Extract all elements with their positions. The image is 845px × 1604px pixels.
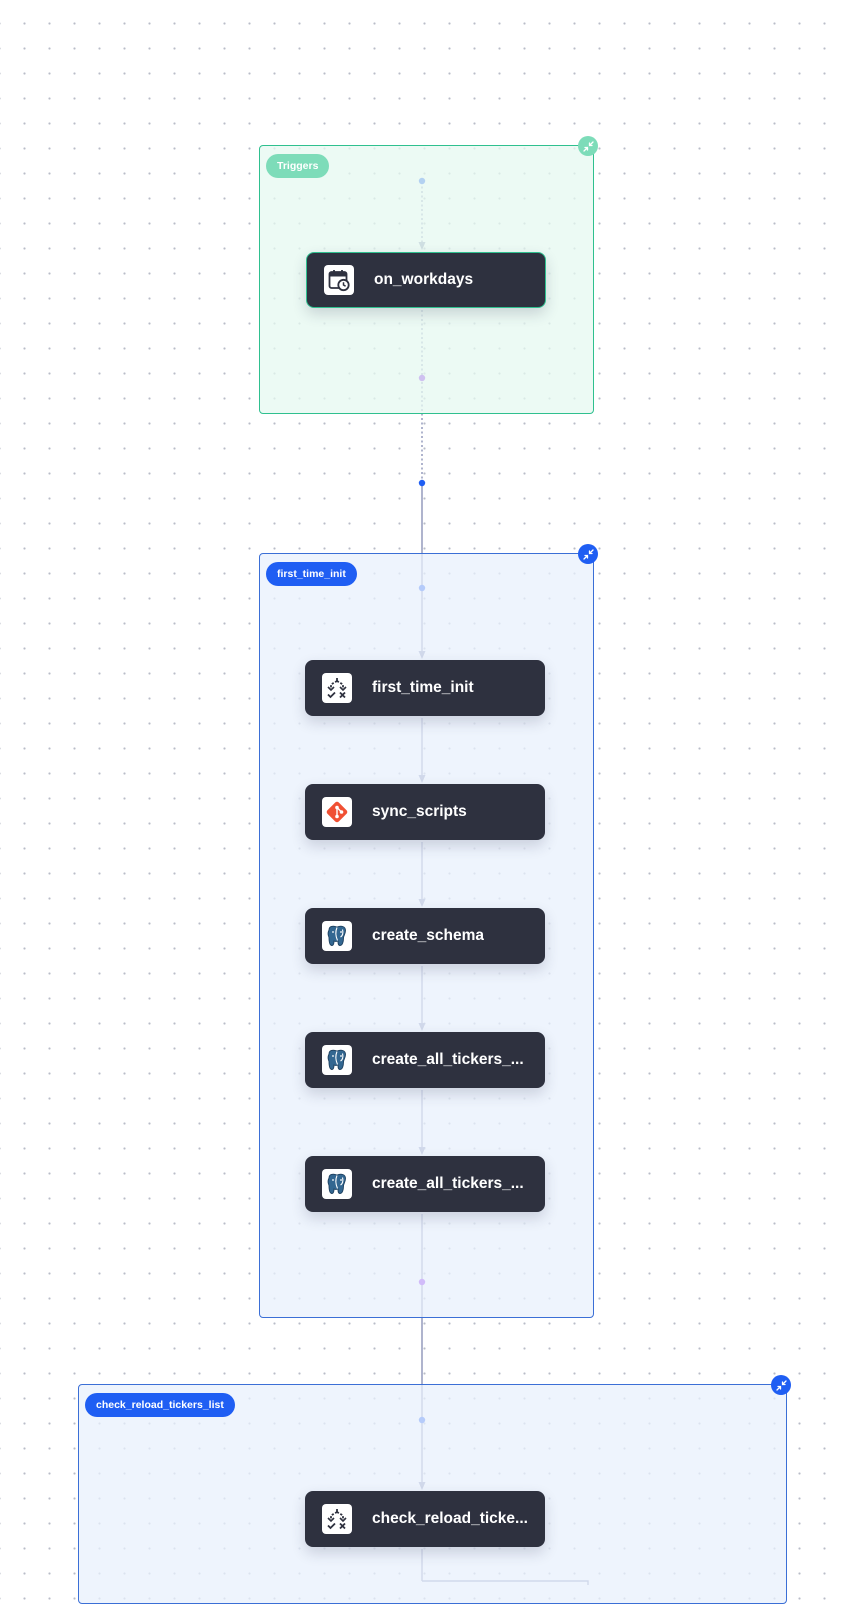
postgresql-icon xyxy=(322,1045,352,1075)
postgresql-icon xyxy=(322,1169,352,1199)
collapse-triggers-button[interactable] xyxy=(578,136,598,156)
calendar-clock-icon xyxy=(324,265,354,295)
node-label: check_reload_ticke... xyxy=(372,1510,528,1527)
postgresql-icon xyxy=(322,921,352,951)
node-label: on_workdays xyxy=(374,271,474,288)
node-first-time-init[interactable]: first_time_init xyxy=(305,660,545,716)
cluster-label-first-time-init[interactable]: first_time_init xyxy=(266,562,357,586)
node-check-reload-tickers[interactable]: check_reload_ticke... xyxy=(305,1491,545,1547)
node-create-all-tickers-2[interactable]: create_all_tickers_... xyxy=(305,1156,545,1212)
collapse-icon xyxy=(775,1379,787,1391)
collapse-check-reload-button[interactable] xyxy=(771,1375,791,1395)
cluster-label-check-reload[interactable]: check_reload_tickers_list xyxy=(85,1393,235,1417)
node-sync-scripts[interactable]: sync_scripts xyxy=(305,784,545,840)
node-create-schema[interactable]: create_schema xyxy=(305,908,545,964)
collapse-first-time-init-button[interactable] xyxy=(578,544,598,564)
cluster-label-triggers[interactable]: Triggers xyxy=(266,154,330,178)
collapse-icon xyxy=(582,140,594,152)
node-label: first_time_init xyxy=(372,679,474,696)
switch-check-icon xyxy=(322,673,352,703)
node-label: create_schema xyxy=(372,927,485,944)
dot-between xyxy=(418,479,426,487)
node-on-workdays[interactable]: on_workdays xyxy=(306,252,546,308)
node-label: create_all_tickers_... xyxy=(372,1175,524,1192)
git-icon xyxy=(322,797,352,827)
collapse-icon xyxy=(582,548,594,560)
node-create-all-tickers-1[interactable]: create_all_tickers_... xyxy=(305,1032,545,1088)
switch-check-icon xyxy=(322,1504,352,1534)
node-label: create_all_tickers_... xyxy=(372,1051,524,1068)
node-label: sync_scripts xyxy=(372,803,467,820)
